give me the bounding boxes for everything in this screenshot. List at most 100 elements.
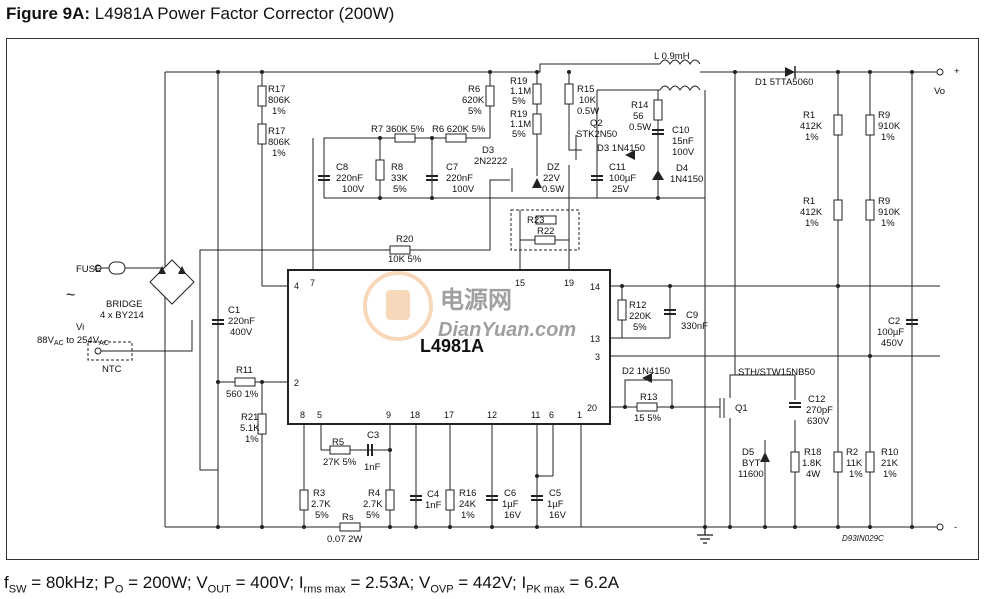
r17a-value: 806K	[268, 95, 291, 106]
r12-value: 220K	[629, 311, 652, 322]
fuse-symbol	[108, 261, 126, 275]
rs-value: 0.07 2W	[327, 534, 362, 545]
r21-tol: 1%	[245, 434, 259, 445]
r16-tol: 1%	[461, 510, 475, 521]
input-terminals	[94, 68, 944, 531]
c7-voltage: 100V	[452, 184, 475, 195]
c6-name: C6	[504, 488, 516, 499]
vrange-label: 88VAC to 254VAC	[37, 335, 109, 347]
pin-6: 6	[549, 410, 554, 420]
r19b-value: 1.1M	[510, 119, 531, 130]
inductor-label: L 0.9mH	[654, 51, 690, 62]
r14-power: 0.5W	[629, 122, 651, 133]
figure-title: Figure 9A: L4981A Power Factor Corrector…	[6, 4, 394, 24]
c7-value: 220nF	[446, 173, 473, 184]
c10-name: C10	[672, 125, 689, 136]
d3b-label: D3 1N4150	[597, 143, 645, 154]
r9b-name: R9	[878, 196, 890, 207]
r2-name: R2	[846, 447, 858, 458]
r8-name: R8	[391, 162, 403, 173]
c8-voltage: 100V	[342, 184, 365, 195]
d2-label: D2 1N4150	[622, 366, 670, 377]
pin-9: 9	[386, 410, 391, 420]
r20-name: R20	[396, 234, 413, 245]
bridge-rectifier	[149, 259, 195, 305]
r10-value: 21K	[881, 458, 899, 469]
figure-number: Figure 9A:	[6, 4, 91, 23]
c1-voltage: 400V	[230, 327, 253, 338]
vo-label: Vo	[934, 86, 945, 97]
c9-name: C9	[686, 310, 698, 321]
r23-label: R23	[527, 215, 544, 226]
junctions	[216, 70, 914, 529]
r16-value: 24K	[459, 499, 477, 510]
component-labels: R17 806K 1% R17 806K 1% R6 620K 5% R19 1…	[37, 51, 960, 545]
c3-value: 1nF	[364, 462, 381, 473]
r19a-tol: 5%	[512, 96, 526, 107]
c2-value: 100µF	[877, 327, 904, 338]
r11-name: R11	[236, 365, 253, 376]
pin-4: 4	[294, 281, 299, 291]
pin-2: 2	[294, 378, 299, 388]
r1b-value: 412K	[800, 207, 823, 218]
r19a-value: 1.1M	[510, 86, 531, 97]
r5-name: R5	[332, 437, 344, 448]
plus-label: +	[954, 66, 960, 77]
r19a-name: R19	[510, 76, 527, 87]
watermark-cn: 电源网	[440, 287, 512, 314]
c12-name: C12	[808, 394, 825, 405]
r16-name: R16	[459, 488, 476, 499]
c10-voltage: 100V	[672, 147, 695, 158]
c9-value: 330nF	[681, 321, 708, 332]
r7-label: R7 360K 5%	[371, 124, 425, 135]
r17b-value: 806K	[268, 137, 291, 148]
r10-name: R10	[881, 447, 898, 458]
q1-name: Q1	[735, 403, 748, 414]
watermark-en: DianYuan.com	[438, 319, 576, 341]
pin-12: 12	[487, 410, 497, 420]
pin-1: 1	[577, 410, 582, 420]
c12-voltage: 630V	[807, 416, 830, 427]
pin-13: 13	[590, 334, 600, 344]
bridge-part: 4 x BY214	[100, 310, 144, 321]
r9a-value: 910K	[878, 121, 901, 132]
watermark: 电源网 DianYuan.com	[360, 268, 620, 353]
c10-value: 15nF	[672, 136, 694, 147]
diode-symbols	[532, 66, 796, 462]
r4-tol: 5%	[366, 510, 380, 521]
d3-part: 2N2222	[474, 156, 507, 167]
r6b-label: R6 620K 5%	[432, 124, 486, 135]
ac-source-icon: ~	[66, 287, 75, 304]
c3-name: C3	[367, 430, 379, 441]
r5-value: 27K 5%	[323, 457, 357, 468]
drawing-code: D93IN029C	[842, 534, 884, 543]
pin-14: 14	[590, 282, 600, 292]
pin-17: 17	[444, 410, 454, 420]
r1a-tol: 1%	[805, 132, 819, 143]
pin-5: 5	[317, 410, 322, 420]
dz-power: 0.5W	[542, 184, 564, 195]
r18-power: 4W	[806, 469, 820, 480]
r21-value: 5.1K	[240, 423, 260, 434]
c2-voltage: 450V	[881, 338, 904, 349]
c4-value: 1nF	[425, 500, 442, 511]
pin-11: 11	[531, 410, 540, 420]
r15-value: 10K	[579, 95, 597, 106]
r14-name: R14	[631, 100, 648, 111]
c11-voltage: 25V	[612, 184, 630, 195]
resistor-symbols	[234, 83, 875, 532]
q2-name: Q2	[590, 118, 603, 129]
rs-name: Rs	[342, 512, 354, 523]
r6-value: 620K	[462, 95, 485, 106]
fuse-label: FUSE	[76, 264, 101, 275]
r17a-name: R17	[268, 84, 285, 95]
r10-tol: 1%	[883, 469, 897, 480]
c6-voltage: 16V	[504, 510, 522, 521]
pin-7: 7	[310, 278, 315, 288]
specifications-line: fSW = 80kHz; PO = 200W; VOUT = 400V; Irm…	[4, 573, 620, 596]
r22-label: R22	[537, 226, 554, 237]
r12-tol: 5%	[633, 322, 647, 333]
r8-value: 33K	[391, 173, 409, 184]
r18-name: R18	[804, 447, 821, 458]
